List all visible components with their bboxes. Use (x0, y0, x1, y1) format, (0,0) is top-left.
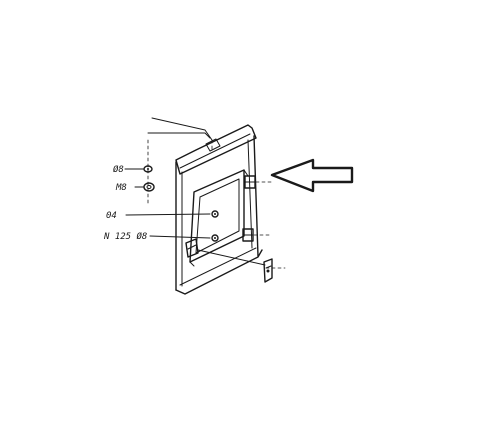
inner-window-frame (189, 169, 249, 267)
nut-part (143, 182, 155, 192)
callout-part: 04 (106, 211, 117, 221)
fasteners (211, 210, 219, 242)
callout-din: N 125 Ø8 (103, 231, 147, 242)
callout-leaders (124, 168, 266, 266)
clip-part (263, 258, 273, 283)
door-panel (175, 124, 263, 295)
upper-hinge (244, 175, 256, 189)
lower-hinge (242, 228, 254, 242)
top-leader (147, 117, 213, 151)
callout-washer: Ø8 (113, 164, 124, 175)
callout-nut: M8 (115, 183, 127, 193)
latch-block (185, 238, 199, 258)
hinge-axes (253, 181, 286, 269)
pointer-arrow (270, 158, 354, 193)
